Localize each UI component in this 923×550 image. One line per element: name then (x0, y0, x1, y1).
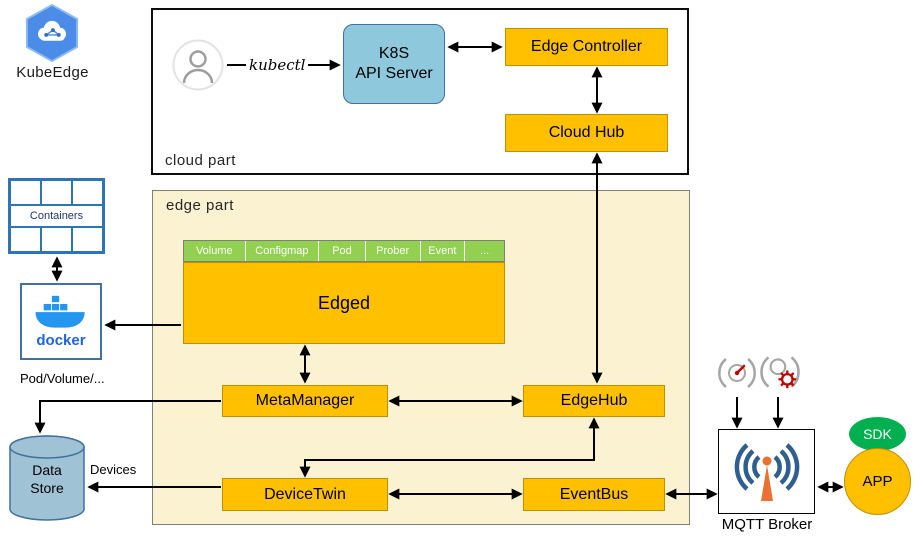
k8s-api-server-box: K8S API Server (343, 24, 445, 104)
containers-figure: Containers (8, 178, 105, 254)
kubectl-label: kubectl (246, 56, 309, 74)
app-circle: APP (844, 448, 911, 515)
docker-box: docker (20, 283, 102, 360)
edged-tab-volume: Volume (184, 241, 246, 261)
event-bus-box: EventBus (523, 478, 665, 511)
mqtt-broker-label: MQTT Broker (721, 516, 813, 533)
edged-tab-prober: Prober (365, 241, 421, 261)
edged-tab-configmap: Configmap (245, 241, 320, 261)
gauge-sensor-icon (718, 358, 756, 388)
edged-box: Edged (183, 262, 505, 344)
kubeedge-hexagon-icon (25, 4, 79, 62)
cloud-hub-box: Cloud Hub (505, 114, 668, 152)
edged-tab-event: Event (420, 241, 466, 261)
edge-controller-box: Edge Controller (505, 28, 668, 66)
container-cell (10, 226, 41, 252)
container-cell (72, 226, 103, 252)
cylinder-icon (9, 435, 85, 521)
edged-tab-pod: Pod (319, 241, 366, 261)
meta-manager-box: MetaManager (222, 385, 388, 417)
pod-volume-label: Pod/Volume/... (20, 371, 105, 386)
edged-tab-more: ... (465, 241, 504, 261)
edge-hub-box: EdgeHub (523, 385, 665, 417)
docker-whale-icon (35, 295, 85, 328)
container-cell (41, 180, 72, 206)
antenna-waves-icon (734, 442, 799, 501)
user-icon (172, 39, 224, 91)
cloud-part-label: cloud part (165, 152, 236, 169)
docker-label: docker (36, 332, 86, 349)
k8s-api-server-line2: API Server (355, 65, 433, 82)
mqtt-broker-box (718, 429, 815, 514)
device-twin-box: DeviceTwin (222, 478, 388, 511)
edged-tabs: Volume Configmap Pod Prober Event ... (183, 240, 505, 262)
sdk-ellipse: SDK (849, 417, 906, 451)
containers-label: Containers (10, 205, 103, 227)
devices-label: Devices (90, 462, 137, 477)
container-cell (10, 180, 41, 206)
data-store-cylinder: Data Store (8, 434, 86, 522)
gear-sensor-icon (760, 356, 800, 389)
container-cell (41, 226, 72, 252)
data-store-label: Data Store (30, 462, 64, 496)
k8s-api-server-line1: K8S (378, 45, 410, 62)
kubeedge-label: KubeEdge (16, 64, 89, 81)
edge-part-label: edge part (166, 197, 234, 214)
container-cell (72, 180, 103, 206)
